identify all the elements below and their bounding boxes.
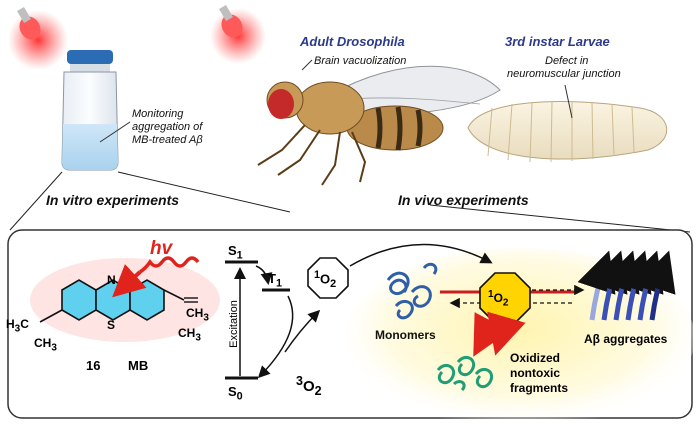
light-wave-icon	[112, 256, 200, 298]
center-oxygen-label: 1O2	[488, 289, 509, 309]
ring-n-label: N	[107, 273, 116, 287]
larvae-note-line-2: neuromuscular junction	[507, 68, 621, 80]
singlet-oxygen-octagon	[307, 257, 349, 299]
abeta-aggregate-icon	[577, 250, 676, 321]
in-vivo-label: In vivo experiments	[398, 192, 529, 208]
triplet-oxygen-label: 3O2	[296, 374, 322, 398]
larva-icon	[467, 84, 667, 163]
ring-s-label: S	[107, 318, 116, 332]
t1-label: T1	[268, 271, 282, 290]
led-left-icon	[8, 6, 68, 70]
adult-note: Brain vacuolization	[314, 55, 407, 67]
vial-icon	[61, 50, 131, 171]
vial-note-line-1: Monitoring	[132, 108, 184, 120]
oxidized-line-1: Oxidized	[510, 351, 561, 365]
left-methyl-2: CH3	[34, 336, 57, 354]
methylene-blue-structure	[30, 258, 220, 342]
drosophila-icon	[257, 59, 501, 186]
s1-label: S1	[228, 243, 243, 262]
oxidation-arrows	[473, 311, 526, 357]
hv-label: hv	[150, 238, 173, 259]
abeta-aggregates-label: Aβ aggregates	[584, 332, 668, 346]
larvae-note-line-1: Defect in	[545, 55, 589, 67]
compound-number: 16	[86, 358, 101, 373]
led-right-icon	[210, 4, 266, 64]
monomer-coils-icon	[386, 262, 438, 320]
zoom-lines	[9, 171, 691, 233]
compound-name: MB	[128, 358, 149, 373]
vial-note-line-3: MB-treated Aβ	[132, 134, 203, 146]
s0-label: S0	[228, 384, 243, 403]
excitation-label: Excitation	[227, 300, 240, 348]
adult-drosophila-title: Adult Drosophila	[300, 34, 405, 49]
oxygen-transfer-arrow	[349, 243, 493, 267]
larvae-title: 3rd instar Larvae	[505, 34, 610, 49]
singlet-oxygen-label: 1O2	[314, 269, 337, 290]
left-methyl-1: H3C	[6, 317, 29, 335]
oxidized-line-3: fragments	[510, 381, 569, 395]
right-methyl-2: CH3	[178, 326, 201, 344]
oxidized-line-2: nontoxic	[510, 366, 560, 380]
monomers-label: Monomers	[375, 328, 436, 342]
in-vitro-label: In vitro experiments	[46, 192, 180, 208]
jablonski-diagram	[225, 260, 321, 380]
vial-note-line-2: aggregation of	[132, 121, 203, 133]
fragment-coils-icon	[436, 356, 493, 392]
right-methyl-1: CH3	[186, 306, 209, 324]
